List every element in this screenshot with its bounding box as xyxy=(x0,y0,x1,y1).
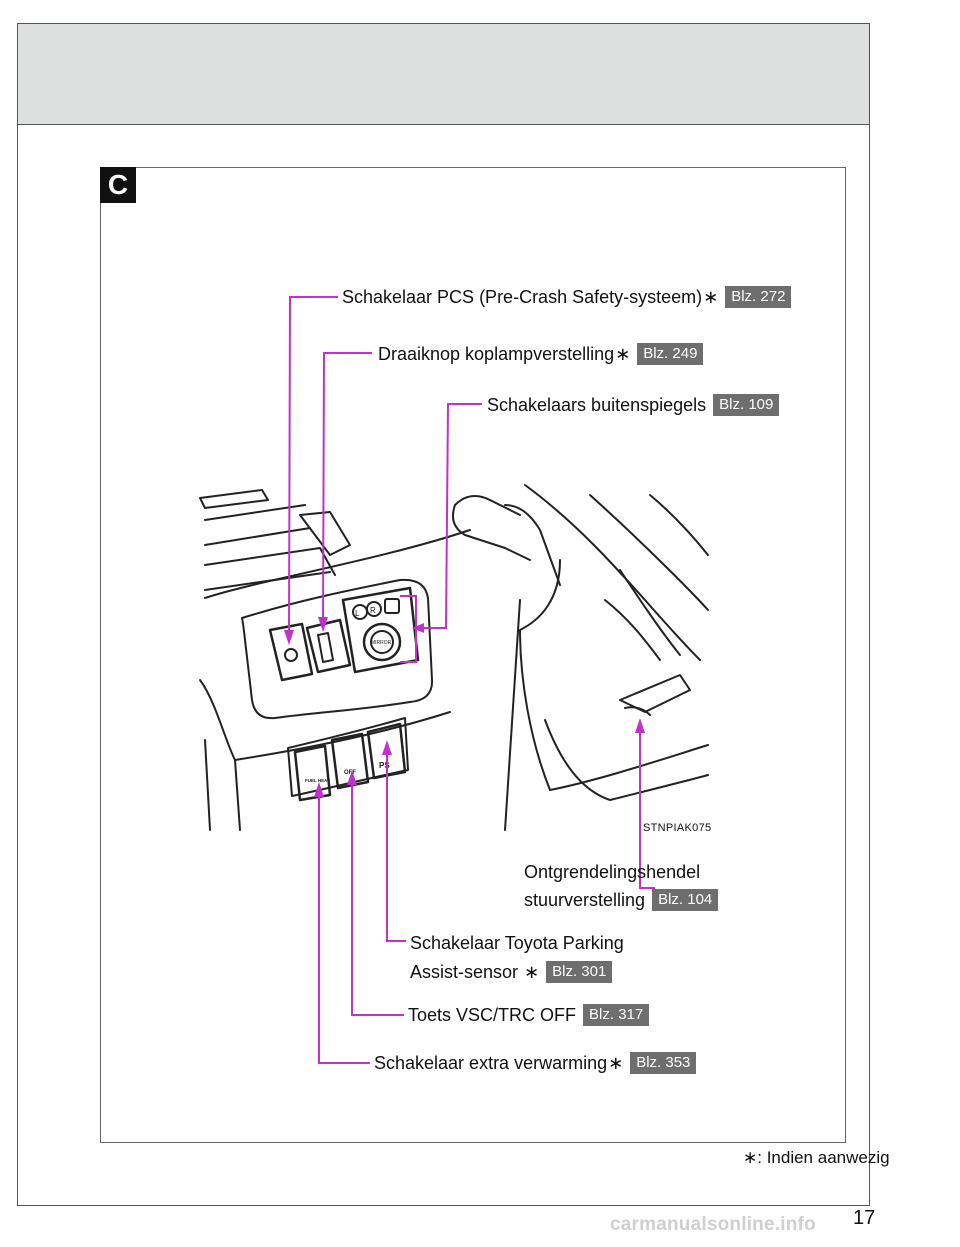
headlight-dial-label: Draaiknop koplampverstelling ∗ Blz. 249 xyxy=(378,343,704,365)
mirror-switches-label: Schakelaars buitenspiegels Blz. 109 xyxy=(487,394,780,416)
mirror-knob-label: MIRROR xyxy=(371,640,392,646)
optional-asterisk-icon: ∗ xyxy=(703,287,719,307)
mirror-left-label: L xyxy=(355,609,360,618)
steering-lever-label-line1: Ontgrendelingshendel xyxy=(524,862,701,882)
steering-page-ref: Blz. 104 xyxy=(652,889,719,911)
mirror-right-label: R xyxy=(370,606,376,615)
footnote-text: : Indien aanwezig xyxy=(757,1148,890,1167)
headlight-page-ref: Blz. 249 xyxy=(637,343,704,365)
section-box xyxy=(100,167,846,1143)
header-band xyxy=(18,24,869,125)
headlight-dial-text: Draaiknop koplampverstelling xyxy=(378,344,615,364)
mirror-switches-text: Schakelaars buitenspiegels xyxy=(487,395,707,415)
page-frame xyxy=(17,23,870,1206)
footnote: ∗: Indien aanwezig xyxy=(743,1148,890,1168)
ps-button-label: PS xyxy=(379,761,390,770)
optional-asterisk-icon: ∗ xyxy=(524,962,540,982)
parking-page-ref: Blz. 301 xyxy=(546,961,613,983)
vsc-button-label: OFF xyxy=(344,770,356,776)
vsc-trc-off-label: Toets VSC/TRC OFF Blz. 317 xyxy=(408,1004,650,1026)
heater-page-ref: Blz. 353 xyxy=(630,1052,697,1074)
parking-sensor-label-line2: Assist-sensor ∗ Blz. 301 xyxy=(410,961,613,983)
vsc-page-ref: Blz. 317 xyxy=(583,1004,650,1026)
extra-heater-label: Schakelaar extra verwarming ∗ Blz. 353 xyxy=(374,1052,697,1074)
pcs-switch-text: Schakelaar PCS (Pre-Crash Safety-systeem… xyxy=(342,287,703,307)
steering-lever-label-line2: stuurverstelling Blz. 104 xyxy=(524,889,719,911)
pcs-switch-label: Schakelaar PCS (Pre-Crash Safety-systeem… xyxy=(342,286,792,308)
parking-sensor-label-line1: Schakelaar Toyota Parking xyxy=(410,933,624,953)
optional-asterisk-icon: ∗ xyxy=(608,1053,624,1073)
vsc-trc-off-text: Toets VSC/TRC OFF xyxy=(408,1005,577,1025)
extra-heater-text: Schakelaar extra verwarming xyxy=(374,1053,608,1073)
pcs-page-ref: Blz. 272 xyxy=(725,286,792,308)
mirrors-page-ref: Blz. 109 xyxy=(713,394,780,416)
fuel-heat-button-label: FUEL HEAT xyxy=(305,778,330,783)
optional-asterisk-icon: ∗ xyxy=(615,344,631,364)
section-tab: C xyxy=(100,167,136,203)
page-number: 17 xyxy=(853,1207,876,1229)
illustration-code: STNPIAK075 xyxy=(643,822,712,834)
watermark: carmanualsonline.info xyxy=(610,1214,816,1235)
optional-asterisk-icon: ∗ xyxy=(743,1148,758,1167)
